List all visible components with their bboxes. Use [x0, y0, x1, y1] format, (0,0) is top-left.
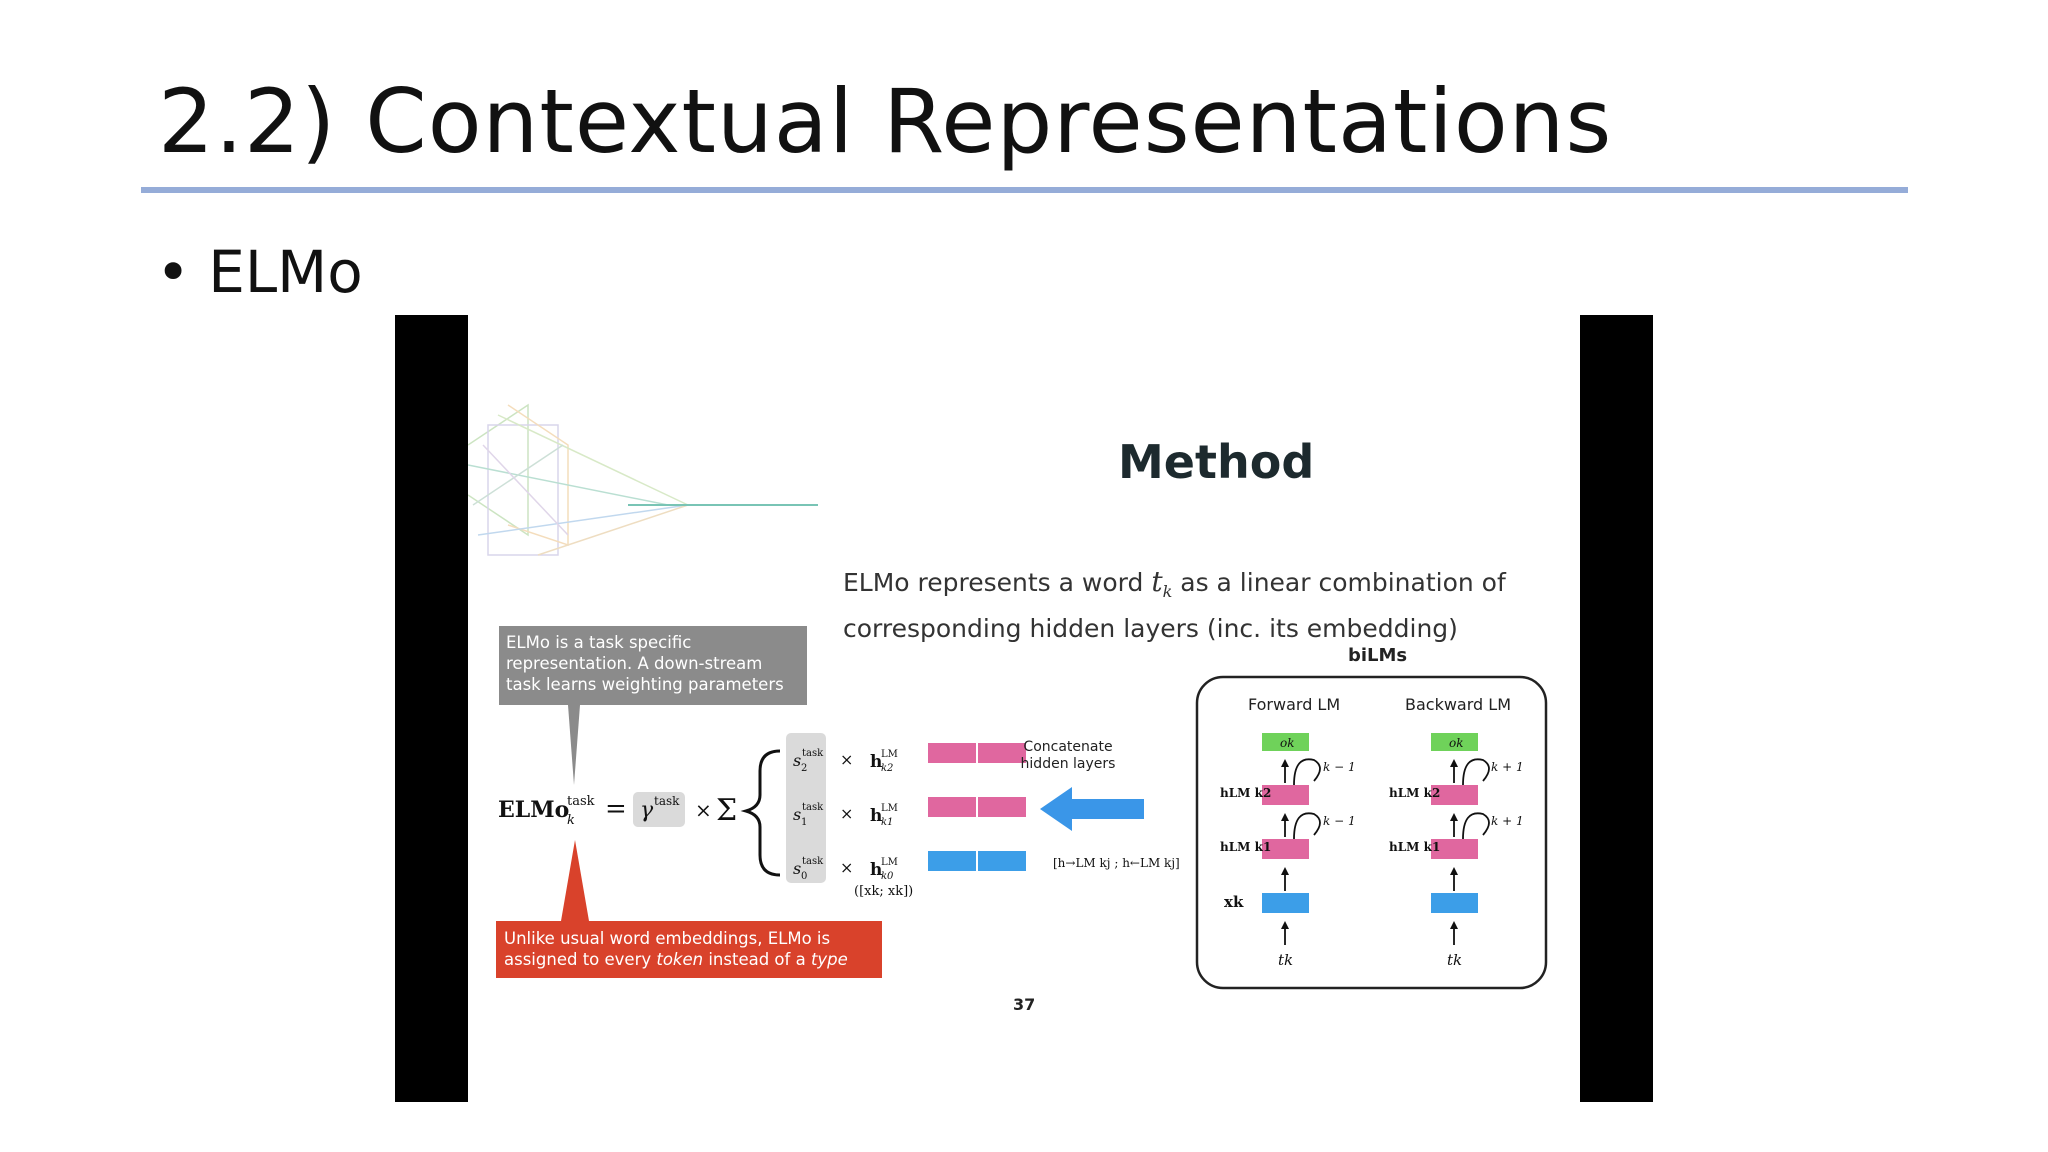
- description-line-2: corresponding hidden layers (inc. its em…: [843, 614, 1458, 643]
- vector-k1-a: [928, 797, 976, 817]
- svg-text:ok: ok: [1449, 736, 1464, 750]
- concat-arrow: [1040, 787, 1144, 831]
- svg-text:k + 1: k + 1: [1491, 814, 1524, 828]
- svg-text:s: s: [793, 805, 801, 824]
- svg-text:task: task: [802, 856, 824, 867]
- svg-text:k − 1: k − 1: [1323, 814, 1356, 828]
- vector-k2-a: [928, 743, 976, 763]
- forward-h1: [1262, 839, 1309, 859]
- svg-text:LM: LM: [881, 857, 898, 868]
- formula-lhs: ELMo: [498, 797, 569, 823]
- svg-text:γ: γ: [640, 798, 654, 823]
- svg-text:×: ×: [840, 750, 853, 769]
- embedded-slide-title: Method: [1118, 435, 1315, 489]
- svg-text:2: 2: [801, 763, 807, 774]
- formula-equals: =: [605, 794, 627, 824]
- svg-text:×: ×: [840, 858, 853, 877]
- bilms-box: [1195, 675, 1548, 990]
- svg-text:k1: k1: [881, 817, 893, 828]
- backward-x: [1431, 893, 1478, 913]
- vector-k0-b: [978, 851, 1026, 871]
- weights-highlight: [786, 733, 826, 883]
- vector-k2-b: [978, 743, 1026, 763]
- red-callout-pointer: [561, 840, 589, 921]
- backward-lm-label: Backward LM: [1405, 695, 1511, 714]
- svg-text:h: h: [870, 752, 882, 772]
- svg-text:k + 1: k + 1: [1491, 760, 1524, 774]
- svg-text:0: 0: [801, 871, 807, 882]
- svg-text:h: h: [870, 806, 882, 826]
- formula-sigma: Σ: [716, 793, 737, 828]
- forward-output: [1262, 733, 1309, 751]
- embedded-video-frame: Method ELMo represents a word tk as a li…: [395, 315, 1653, 1102]
- vector-k1-b: [978, 797, 1026, 817]
- svg-text:ok: ok: [1280, 736, 1295, 750]
- svg-text:tk: tk: [1278, 951, 1293, 969]
- svg-text:LM: LM: [881, 803, 898, 814]
- svg-text:hLM k2: hLM k2: [1220, 786, 1271, 800]
- vector-k0-a: [928, 851, 976, 871]
- svg-text:LM: LM: [881, 749, 898, 760]
- svg-text:×: ×: [840, 804, 853, 823]
- description-line-1: ELMo represents a word tk as a linear co…: [843, 565, 1506, 601]
- svg-text:task: task: [654, 794, 680, 808]
- embedded-slide-description: ELMo represents a word tk as a linear co…: [843, 563, 1506, 647]
- concat-vec-label: [h→LM kj ; h←LM kj]: [1053, 856, 1180, 870]
- backward-h2: [1431, 785, 1478, 805]
- decorative-lines-graphic: [468, 403, 818, 556]
- svg-text:hLM k1: hLM k1: [1220, 840, 1271, 854]
- bullet-marker: •: [156, 238, 191, 306]
- gray-callout-pointer: [568, 705, 580, 785]
- svg-text:k: k: [567, 813, 575, 828]
- x-concat-label: ([xk; xk]): [854, 884, 913, 899]
- svg-text:k0: k0: [881, 871, 894, 882]
- forward-x: [1262, 893, 1309, 913]
- concat-label: Concatenate hidden layers: [1020, 739, 1116, 772]
- svg-text:×: ×: [695, 798, 712, 822]
- title-rule: [141, 187, 1908, 193]
- svg-text:k − 1: k − 1: [1323, 760, 1356, 774]
- bullet-item: •ELMo: [156, 238, 363, 306]
- elmo-diagram: ELMo task k = γ task × Σ s task 2 × h LM…: [498, 675, 1548, 990]
- left-brace: [740, 749, 781, 877]
- task-specific-callout: ELMo is a task specific representation. …: [499, 626, 807, 705]
- svg-text:h: h: [870, 860, 882, 880]
- gamma-highlight: [633, 792, 685, 827]
- embedded-slide: Method ELMo represents a word tk as a li…: [468, 315, 1580, 1102]
- bilms-label: biLMs: [1348, 645, 1408, 666]
- token-not-type-callout: Unlike usual word embeddings, ELMo is as…: [496, 921, 882, 978]
- svg-text:task: task: [802, 802, 824, 813]
- forward-lm-label: Forward LM: [1248, 695, 1341, 714]
- bullet-text: ELMo: [208, 238, 363, 306]
- svg-text:hLM k1: hLM k1: [1389, 840, 1440, 854]
- backward-output: [1431, 733, 1478, 751]
- svg-text:hLM k2: hLM k2: [1389, 786, 1440, 800]
- forward-h2: [1262, 785, 1309, 805]
- svg-text:tk: tk: [1447, 951, 1462, 969]
- svg-text:task: task: [567, 794, 595, 809]
- embedded-page-number: 37: [1013, 995, 1036, 1014]
- backward-h1: [1431, 839, 1478, 859]
- svg-text:1: 1: [801, 817, 807, 828]
- svg-text:xk: xk: [1224, 893, 1244, 911]
- svg-text:task: task: [802, 748, 824, 759]
- svg-text:k2: k2: [881, 763, 893, 774]
- svg-text:s: s: [793, 751, 801, 770]
- slide-title: 2.2) Contextual Representations: [158, 70, 1613, 173]
- svg-text:s: s: [793, 859, 801, 878]
